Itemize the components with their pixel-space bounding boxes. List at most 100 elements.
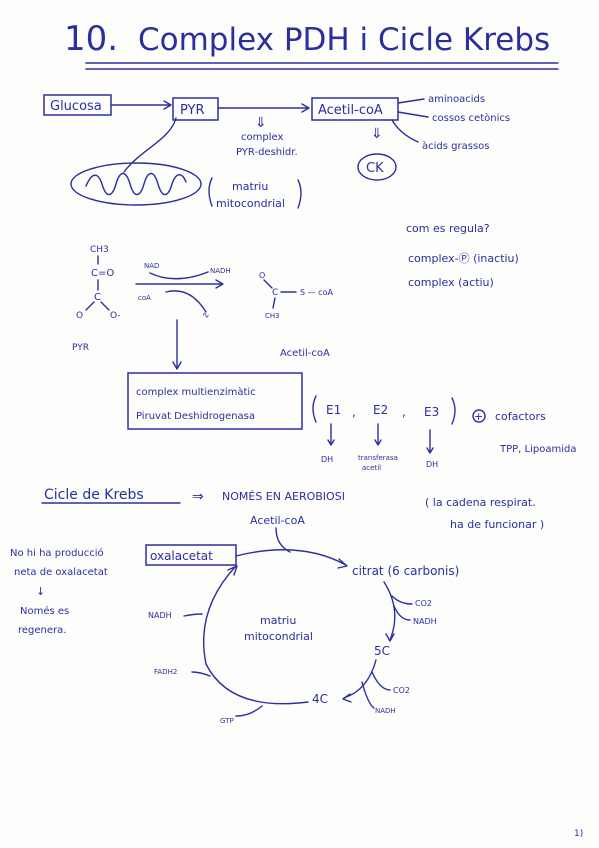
complex-label-1: complex [241,132,283,143]
side-note-2: neta de oxalacetat [14,567,108,578]
output-aminoacids: aminoacids [428,94,485,105]
arrow-head [337,558,348,569]
co2-1-branch [391,595,413,605]
regulation-active: complex (actiu) [408,276,494,289]
plus-circle-icon [472,409,486,423]
complex-box [127,372,303,430]
complex-line2: Piruvat Deshidrogenasa [136,411,255,422]
c-label: C [94,292,101,303]
gtp-label: GTP [220,717,234,725]
bracket [208,177,213,207]
enzyme-e1: E1 [326,403,341,417]
cycle-arc-left [203,565,237,665]
cycle-arc-lower-right [343,659,377,699]
page-number: 1) [574,829,583,839]
o-label: O [76,311,83,321]
enzyme-paren-open [312,395,317,423]
down-arrow-icon: ↓ [36,585,45,598]
mitochondrion-cristae [85,172,187,196]
cycle-center-2: mitocondrial [244,630,313,643]
arrow-to-cossos [397,111,429,118]
double-arrow-icon: ⇓ [255,115,267,131]
arrow-head [215,279,224,289]
c2-label: C [272,288,278,298]
co-label: C=O [91,268,114,279]
ch3b-label: CH3 [265,312,280,320]
output-cossos: cossos cetònics [432,112,510,124]
arrow-head [227,565,238,576]
side-note-1: No hi ha producció [10,547,104,559]
enzyme-e3: E3 [424,405,439,419]
implies-arrow: ⇒ [192,489,204,505]
arrow-to-aminoacids [397,98,425,104]
mitochondrion-icon [70,162,202,206]
cofactors-list: TPP, Lipoamida [499,444,576,455]
arrow-head [301,103,310,113]
oxalacetat-label: oxalacetat [150,549,213,563]
ck-label: CK [366,161,384,176]
complex-label-2: PYR-deshidr. [236,147,298,158]
acetil-input-arrow [275,527,291,553]
fadh2-branch [191,671,211,677]
arrow-head [385,633,395,642]
enzyme-e2: E2 [373,403,388,417]
nad-arrow [149,271,209,280]
bond [85,301,95,311]
glucosa-label: Glucosa [50,99,102,114]
krebs-note-1: ( la cadena respirat. [425,496,536,509]
c2-o-label: O [259,271,265,280]
pyr-box [172,97,219,121]
output-acids: àcids grassos [422,140,489,152]
arrow-head [374,439,382,446]
arrow-head [327,439,335,446]
fadh2-label: FADH2 [154,668,177,676]
e2-sub-2: acetil [362,464,381,472]
o-minus-label: O- [110,311,121,321]
gtp-branch [235,705,263,717]
nadh-1-label: NADH [413,617,437,626]
co2-arrow [165,290,207,313]
arrow-head [426,447,434,454]
e2-sub-1: transferasa [358,454,398,462]
cycle-arc-top [235,549,347,566]
arrow-to-acids [391,119,419,143]
s-coa-label: S — coA [300,288,333,297]
krebs-heading: Cicle de Krebs [44,487,144,503]
enzyme-paren-close [451,397,456,425]
nadh-3-label: NADH [148,611,172,620]
nad-label: NAD [144,262,159,270]
acetil-coa-input: Acetil-coA [250,514,305,527]
bond [263,279,273,289]
c5-label: 5C [374,644,390,658]
ck-circle [357,153,397,181]
nadh-2-branch [361,681,375,709]
krebs-note-2: ha de funcionar ) [450,518,544,531]
nadh-label: NADH [210,267,231,275]
co2-1-label: CO2 [415,599,432,608]
regulation-question: com es regula? [406,222,490,235]
arrow-head [163,100,172,110]
cofactors-label: cofactors [495,410,546,423]
arrow-to-mitochondria [123,117,177,173]
comma: , [352,405,356,419]
cycle-arc-right [383,581,396,641]
matriu-label: matriu [232,180,268,193]
arrow-head [172,361,182,370]
oxalacetat-box [145,544,237,566]
co2-2-branch [371,671,391,691]
pyr-label: PYR [180,103,205,118]
double-arrow-icon: ⇓ [371,126,383,142]
arrow-head [342,693,352,703]
acetil-molecule-label: Acetil-coA [280,348,330,359]
pyr-molecule-label: PYR [72,343,89,353]
nadh-1-branch [393,605,411,621]
mitocondrial-label: mitocondrial [216,197,285,210]
coa-label: coA [138,294,151,302]
e1-sub: DH [321,455,333,464]
bond [100,301,110,311]
plus-sign: + [474,410,483,423]
citrat-label: citrat (6 carbonis) [352,564,459,578]
bond [272,297,276,309]
e3-sub: DH [426,460,438,469]
